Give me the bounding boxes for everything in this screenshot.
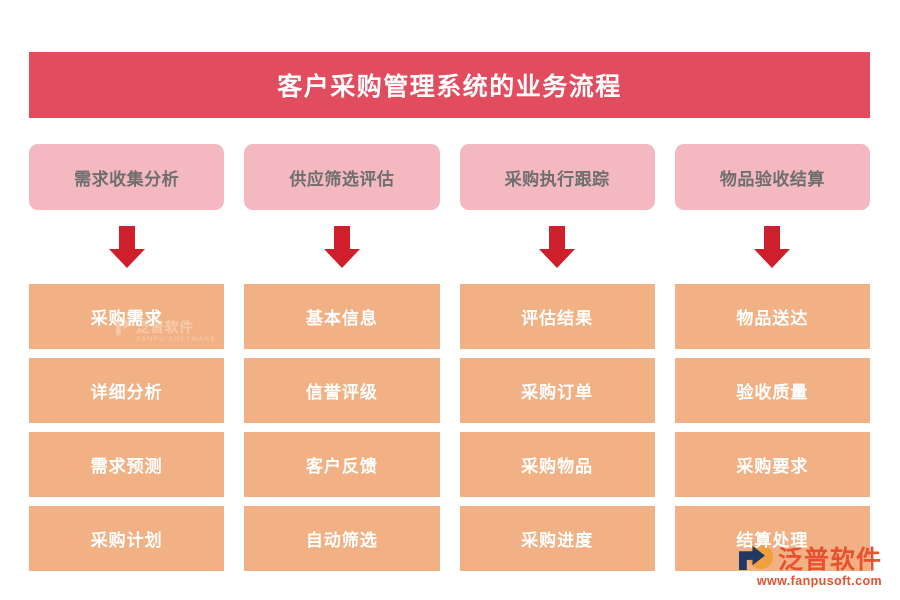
brand-row: 泛普软件 (738, 540, 882, 576)
step-box-2-2[interactable]: 信誉评级 (244, 358, 440, 423)
arrow-wrap-4 (675, 210, 870, 284)
arrow-shaft (549, 226, 566, 251)
arrow-head (323, 249, 360, 268)
step-label-3-1: 评估结果 (521, 309, 594, 328)
brand-url: www.fanpusoft.com (756, 574, 882, 588)
arrow-wrap-3 (460, 210, 655, 284)
down-arrow-icon-3 (539, 226, 576, 268)
down-arrow-icon-4 (754, 226, 791, 268)
step-box-2-3[interactable]: 客户反馈 (244, 432, 440, 497)
step-label-3-3: 采购物品 (521, 457, 594, 476)
fanpu-brand-icon (738, 543, 773, 573)
step-box-1-3[interactable]: 需求预测 (29, 432, 225, 497)
process-column-4: 物品验收结算 物品送达 验收质量 采购要求 结算处理 (674, 144, 870, 571)
process-column-1: 需求收集分析 采购需求 泛普软件 FANPU SOFTWARE (29, 144, 225, 571)
step-label-2-1: 基本信息 (305, 309, 378, 328)
down-arrow-icon-1 (108, 226, 145, 268)
step-label-1-3: 需求预测 (90, 457, 163, 476)
step-label-2-3: 客户反馈 (305, 457, 378, 476)
step-label-2-2: 信誉评级 (305, 383, 378, 402)
step-label-4-2: 验收质量 (736, 383, 809, 402)
step-label-4-4: 结算处理 (736, 531, 809, 550)
arrow-shaft (118, 226, 135, 251)
stage-header-label-1: 需求收集分析 (74, 169, 180, 189)
step-box-3-4[interactable]: 采购进度 (459, 506, 655, 571)
step-box-4-3[interactable]: 采购要求 (674, 432, 870, 497)
arrow-shaft (333, 226, 350, 251)
step-label-3-4: 采购进度 (521, 531, 594, 550)
step-box-2-1[interactable]: 基本信息 (244, 284, 440, 349)
step-label-1-2: 详细分析 (90, 383, 163, 402)
step-label-2-4: 自动筛选 (305, 531, 378, 550)
step-label-1-4: 采购计划 (90, 531, 163, 550)
process-column-3: 采购执行跟踪 评估结果 采购订单 采购物品 采购进度 (459, 144, 655, 571)
process-columns: 需求收集分析 采购需求 泛普软件 FANPU SOFTWARE (29, 144, 870, 571)
brand-name: 泛普软件 (777, 546, 882, 574)
arrow-shaft (764, 226, 781, 251)
arrow-head (539, 249, 576, 268)
step-label-4-3: 采购要求 (736, 457, 809, 476)
inline-watermark-name-en: FANPU SOFTWARE (136, 336, 217, 343)
stage-header-label-3: 采购执行跟踪 (504, 169, 610, 189)
step-box-1-4[interactable]: 采购计划 (29, 506, 225, 571)
stage-header-label-4: 物品验收结算 (719, 169, 825, 189)
step-box-1-2[interactable]: 详细分析 (29, 358, 225, 423)
process-column-2: 供应筛选评估 基本信息 信誉评级 客户反馈 自动筛选 (244, 144, 440, 571)
step-box-4-1[interactable]: 物品送达 (674, 284, 870, 349)
title-banner: 客户采购管理系统的业务流程 (29, 52, 870, 118)
down-arrow-icon-2 (323, 226, 360, 268)
step-box-3-3[interactable]: 采购物品 (459, 432, 655, 497)
stage-header-2[interactable]: 供应筛选评估 (244, 144, 440, 210)
arrow-wrap-1 (29, 210, 224, 284)
arrow-head (754, 249, 791, 268)
step-box-1-1[interactable]: 采购需求 泛普软件 FANPU SOFTWARE (29, 284, 225, 349)
step-label-3-2: 采购订单 (521, 383, 594, 402)
step-box-2-4[interactable]: 自动筛选 (244, 506, 440, 571)
arrow-wrap-2 (244, 210, 439, 284)
brand-logo: 泛普软件 www.fanpusoft.com (738, 540, 882, 588)
arrow-head (108, 249, 145, 268)
step-box-4-2[interactable]: 验收质量 (674, 358, 870, 423)
step-box-3-1[interactable]: 评估结果 (459, 284, 655, 349)
stage-header-4[interactable]: 物品验收结算 (674, 144, 870, 210)
stage-header-label-2: 供应筛选评估 (289, 169, 395, 189)
step-box-3-2[interactable]: 采购订单 (459, 358, 655, 423)
step-label-1-1: 采购需求 (90, 309, 163, 328)
page-title: 客户采购管理系统的业务流程 (277, 73, 622, 101)
stage-header-3[interactable]: 采购执行跟踪 (459, 144, 655, 210)
stage-header-1[interactable]: 需求收集分析 (29, 144, 225, 210)
step-label-4-1: 物品送达 (736, 309, 809, 328)
